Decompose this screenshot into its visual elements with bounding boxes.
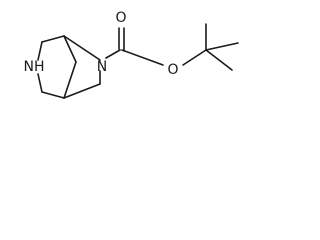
bond-tbu-methyl-bottom <box>205 49 233 71</box>
bond-nh-upper-ch2 <box>37 41 43 61</box>
chemical-structure: NH N O O <box>24 10 239 99</box>
bond-carbonyl-ester-o <box>121 49 164 66</box>
bond-bridgehead-top-methylene <box>63 35 77 63</box>
atom-labels: NH N O O <box>24 10 179 78</box>
atom-label-nh: NH <box>24 59 45 75</box>
bond-methylene-bridgehead-bottom <box>63 61 77 99</box>
bond-ester-o-quaternary-carbon <box>182 49 207 66</box>
carbamate-bonds <box>105 23 239 71</box>
bond-bridgehead-bottom-ch2 <box>63 83 101 99</box>
bond-bridgehead-top-n <box>63 35 101 61</box>
bond-lower-ch2-bridgehead-bottom <box>41 91 65 99</box>
atom-label-carbonyl-o: O <box>115 10 126 26</box>
bond-nh-lower-ch2 <box>37 73 43 93</box>
bond-tbu-methyl-right <box>205 42 239 51</box>
ring-bonds <box>37 35 101 99</box>
atom-label-ester-o: O <box>167 62 178 78</box>
bond-upper-ch2-bridgehead-top <box>41 35 65 43</box>
atom-label-ring-n: N <box>97 59 107 75</box>
bond-n-carbonyl-carbon <box>105 49 121 59</box>
